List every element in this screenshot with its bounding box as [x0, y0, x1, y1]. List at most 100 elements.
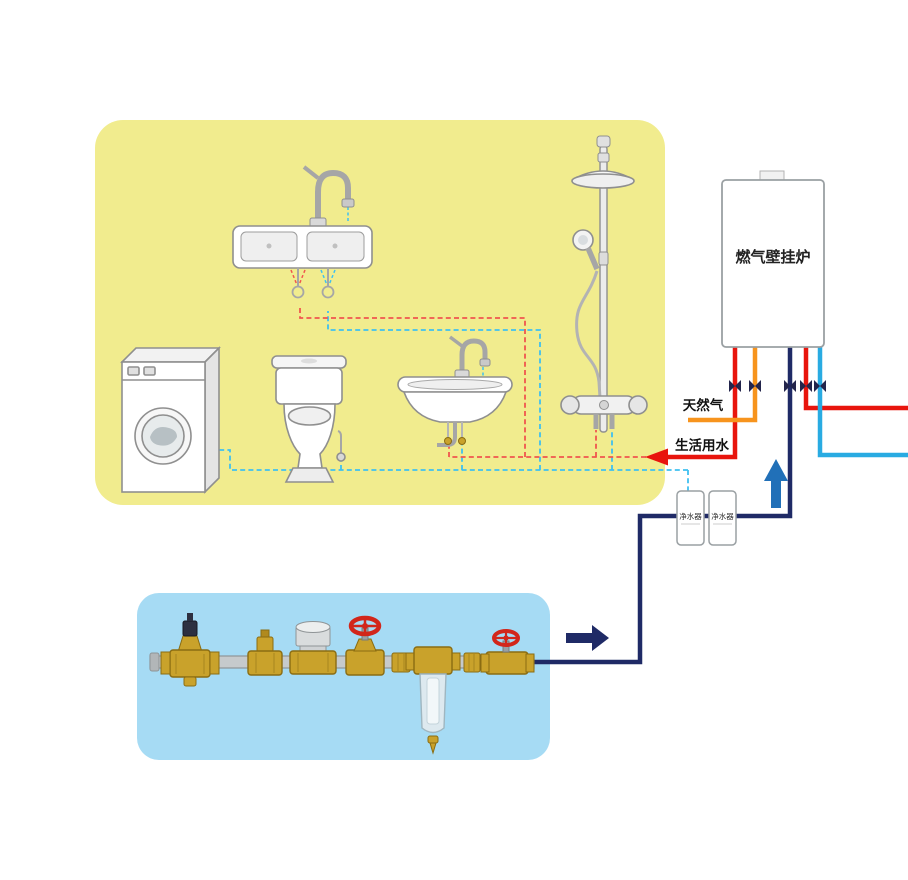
water-purifier-right: 净水器 [708, 490, 737, 546]
ball-valve [480, 629, 535, 675]
gas-pipe [688, 347, 758, 423]
gate-valve-handwheel [348, 615, 382, 637]
shower-hose [575, 270, 602, 399]
basin-faucet [459, 338, 488, 374]
gate-valve [345, 615, 385, 676]
heating-return-pipe [817, 347, 908, 458]
shower-riser-bar [599, 145, 608, 433]
prv-nut-right [209, 651, 220, 675]
meter-dial-top [295, 621, 331, 633]
gas-boiler: 燃气壁挂炉 [721, 170, 825, 348]
prv-screw [187, 613, 193, 621]
rain-shower-head [571, 173, 635, 189]
toilet-seat [287, 406, 332, 426]
purifier-body [676, 490, 705, 546]
boiler-shutoff-valves [729, 380, 826, 392]
valve-icon [749, 380, 761, 392]
heating-supply-pipe [803, 347, 908, 411]
purifier-body [708, 490, 737, 546]
mixer-wall-elbows [593, 414, 615, 429]
cold-water-dashed-pipes [219, 311, 689, 492]
basin-supply-hoses [447, 422, 463, 438]
basin-faucet-handle [448, 335, 464, 348]
shower-head-stem [597, 152, 610, 163]
meter-body [289, 650, 337, 675]
filter-bottom-cap [427, 735, 439, 744]
water-spray-dashes [290, 207, 484, 380]
shower-bar-finial [596, 135, 611, 148]
inlet-pipe-assembly [149, 613, 535, 755]
sink-hose-loop-right [321, 285, 335, 299]
toilet [271, 355, 347, 483]
pre-filter [405, 646, 461, 755]
water-meter [289, 621, 337, 675]
ball-valve-body [485, 651, 529, 675]
washer-side [204, 346, 220, 494]
prv-cap [182, 620, 198, 637]
wash-basin [397, 335, 513, 447]
domestic-water-arrow-icon [645, 448, 668, 466]
valve-icon [800, 380, 812, 392]
filter-drain-tip [429, 742, 437, 755]
valve-icon [814, 380, 826, 392]
washer-top [120, 347, 221, 363]
basin-bowl-top [407, 379, 503, 390]
check-valve-cap [256, 636, 274, 653]
toilet-supply-hose [337, 430, 342, 456]
indoor-zone-panel [95, 120, 665, 505]
flow-up-arrow-icon [764, 459, 788, 508]
toilet-tank [275, 367, 343, 405]
basin-underside [402, 391, 508, 423]
mixer-knob-left [560, 395, 580, 415]
boiler-label: 燃气壁挂炉 [735, 248, 810, 266]
ball-valve-nut-right [525, 653, 535, 673]
prv-nut-left [160, 651, 171, 675]
filter-nut-right [451, 652, 461, 671]
kitchen-faucet-handle [302, 165, 320, 180]
sink-supply-stems [297, 268, 329, 286]
domestic-hot-water-pipe [667, 347, 738, 460]
ball-valve-handwheel [492, 629, 520, 647]
inlet-zone-panel [137, 593, 550, 760]
main-cold-inlet-pipe [534, 347, 793, 665]
water-purifier-left: 净水器 [676, 490, 705, 546]
basin-angle-valve-hot [444, 437, 452, 445]
purifier-label: 净水器 [679, 511, 702, 521]
valve-icon [729, 380, 741, 392]
natural-gas-label: 天然气 [683, 397, 724, 413]
ball-valve-nut-left [480, 653, 490, 673]
kitchen-faucet [315, 169, 351, 226]
check-valve-body [247, 650, 283, 676]
basin-faucet-spout [479, 358, 491, 367]
mixer-knob-right [628, 395, 648, 415]
gate-valve-body [345, 649, 385, 676]
toilet-flush-button [301, 358, 317, 364]
purifier-label: 净水器 [711, 511, 734, 521]
check-valve [247, 629, 283, 676]
sink-drain-left [266, 243, 272, 249]
washer-knob-1 [127, 366, 140, 376]
domestic-water-label: 生活用水 [675, 437, 729, 453]
pressure-reducing-valve [160, 613, 220, 687]
inlet-pipe-end-cap [149, 652, 160, 672]
filter-nut-left [405, 652, 415, 671]
washer-knob-2 [143, 366, 156, 376]
hand-shower-face [578, 235, 588, 245]
prv-bottom-plug [183, 676, 197, 687]
washing-machine [120, 346, 221, 494]
hand-shower-handle [585, 246, 600, 271]
toilet-angle-valve [336, 452, 346, 462]
flow-right-arrow-icon [566, 625, 609, 651]
pipe-union-right [463, 652, 481, 673]
washer-swirl [150, 427, 177, 446]
kitchen-sink [232, 165, 373, 299]
filter-cartridge [426, 677, 440, 725]
boiler-body [721, 179, 825, 348]
hand-shower-bracket [598, 251, 609, 266]
shower-set [560, 135, 648, 433]
sink-hose-loop-left [291, 285, 305, 299]
basin-angle-valve-cold [458, 437, 466, 445]
toilet-base [284, 467, 335, 483]
